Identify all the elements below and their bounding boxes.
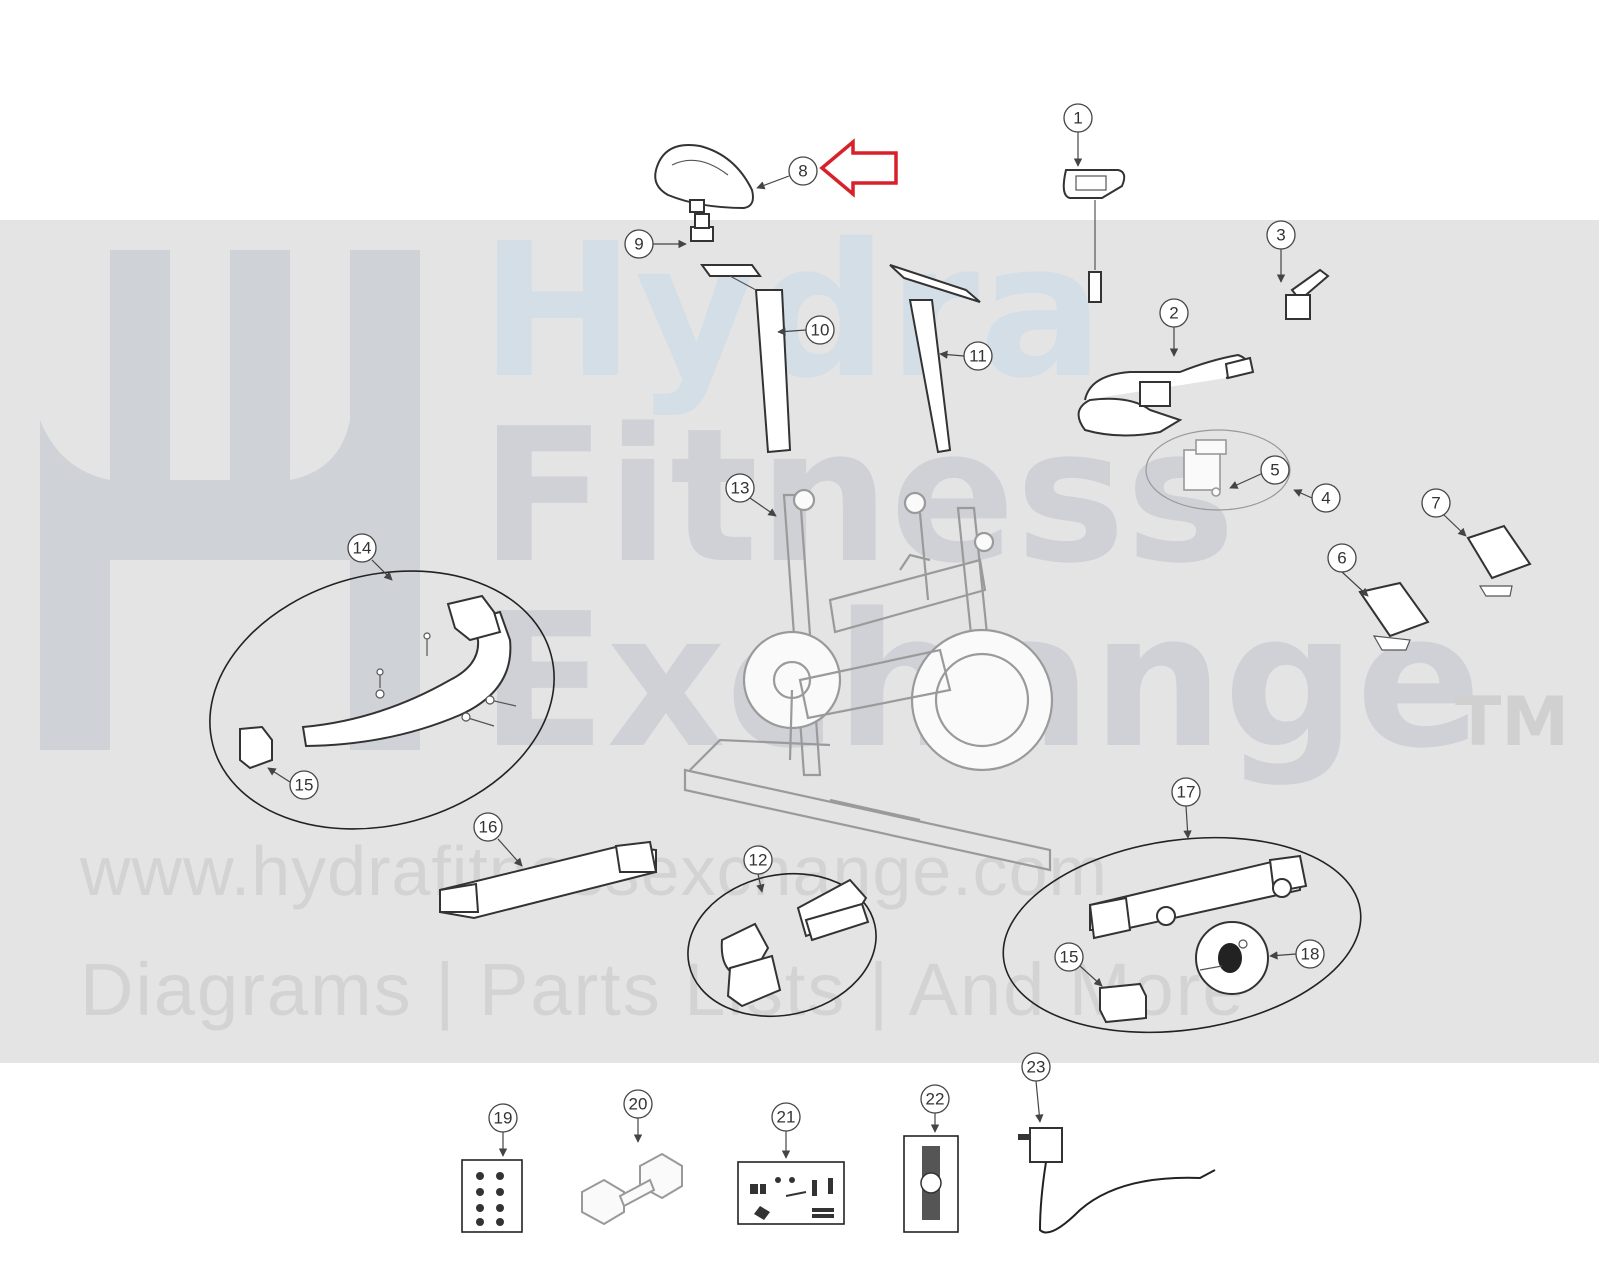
svg-text:18: 18: [1301, 945, 1320, 964]
pedal-cage-part-6: [1358, 581, 1430, 651]
pedal-cage-part-7: [1466, 524, 1532, 597]
callout-17: 17: [1171, 777, 1201, 839]
callout-18: 18: [1269, 939, 1325, 969]
callout-16: 16: [473, 812, 523, 867]
group-ellipse-4-5: [1145, 429, 1291, 511]
dumbbell-part-20: [581, 1152, 683, 1226]
callout-4: 4: [1293, 483, 1341, 513]
svg-text:20: 20: [629, 1095, 648, 1114]
tool-kit-part-21: [737, 1161, 845, 1225]
pedals-part: [720, 878, 870, 1008]
watermark-brand-line-1: Hydra: [480, 203, 1104, 419]
svg-text:5: 5: [1270, 461, 1279, 480]
svg-text:15: 15: [295, 776, 314, 795]
group-ellipse-17: [1002, 836, 1362, 1034]
watermark-tagline: Diagrams | Parts Lists | And More: [80, 948, 1246, 1031]
svg-text:19: 19: [494, 1109, 513, 1128]
bracket-part: [1285, 268, 1330, 320]
highlight-arrow-icon: [819, 138, 898, 198]
seat-part: [654, 144, 754, 213]
svg-text:4: 4: [1321, 489, 1330, 508]
handlebar-post-part: [889, 264, 981, 454]
callout-5: 5: [1229, 455, 1290, 489]
end-cap-part-15b: [1099, 982, 1147, 1024]
console-part: [1062, 169, 1126, 303]
callout-23: 23: [1021, 1052, 1051, 1123]
svg-text:3: 3: [1276, 226, 1285, 245]
svg-text:10: 10: [811, 321, 830, 340]
svg-text:1: 1: [1073, 109, 1082, 128]
callout-14: 14: [347, 533, 393, 581]
callout-9: 9: [624, 229, 687, 259]
bike-frame-part: [683, 488, 1054, 872]
svg-text:15: 15: [1060, 948, 1079, 967]
svg-text:13: 13: [731, 479, 750, 498]
wheel-part-18: [1195, 921, 1269, 995]
rear-base-part: [1088, 854, 1308, 940]
callout-19: 19: [488, 1103, 518, 1157]
svg-text:8: 8: [798, 162, 807, 181]
callout-11: 11: [939, 341, 993, 371]
svg-text:11: 11: [969, 347, 987, 366]
mount-bracket-part: [1183, 439, 1227, 497]
callout-8: 8: [756, 156, 818, 190]
svg-text:6: 6: [1337, 549, 1346, 568]
callout-13: 13: [725, 473, 777, 517]
svg-text:9: 9: [634, 235, 643, 254]
svg-text:22: 22: [926, 1090, 945, 1109]
callout-7: 7: [1421, 488, 1467, 537]
bolt-set-icon: [375, 632, 517, 727]
hardware-pack-part-19: [461, 1159, 523, 1233]
callout-2: 2: [1159, 298, 1189, 357]
svg-text:7: 7: [1431, 494, 1440, 513]
svg-text:2: 2: [1169, 304, 1178, 323]
seat-clamp-part: [690, 213, 714, 242]
callout-21: 21: [771, 1102, 801, 1159]
callout-12: 12: [743, 845, 773, 893]
callout-15a: 15: [267, 767, 319, 800]
handlebar-part: [1077, 353, 1255, 437]
group-ellipse-14-15: [209, 570, 555, 830]
strap-pack-part-22: [903, 1135, 959, 1233]
callout-3: 3: [1266, 220, 1296, 283]
callout-22: 22: [920, 1084, 950, 1133]
front-stabilizer-part: [439, 840, 658, 920]
callout-20: 20: [623, 1089, 653, 1143]
end-cap-part-15a: [239, 725, 273, 770]
svg-text:21: 21: [777, 1108, 796, 1127]
svg-text:12: 12: [749, 851, 768, 870]
group-ellipse-12: [687, 872, 877, 1018]
svg-text:14: 14: [353, 539, 372, 558]
rear-stabilizer-part: [301, 594, 517, 748]
svg-text:23: 23: [1027, 1058, 1046, 1077]
callout-1: 1: [1063, 103, 1093, 167]
svg-text:17: 17: [1177, 783, 1196, 802]
svg-text:16: 16: [479, 818, 498, 837]
callout-6: 6: [1327, 543, 1369, 597]
callout-10: 10: [777, 315, 835, 345]
callout-15b: 15: [1054, 942, 1103, 987]
watermark-trademark: TM: [1455, 683, 1569, 762]
power-adapter-part-23: [1018, 1127, 1216, 1234]
